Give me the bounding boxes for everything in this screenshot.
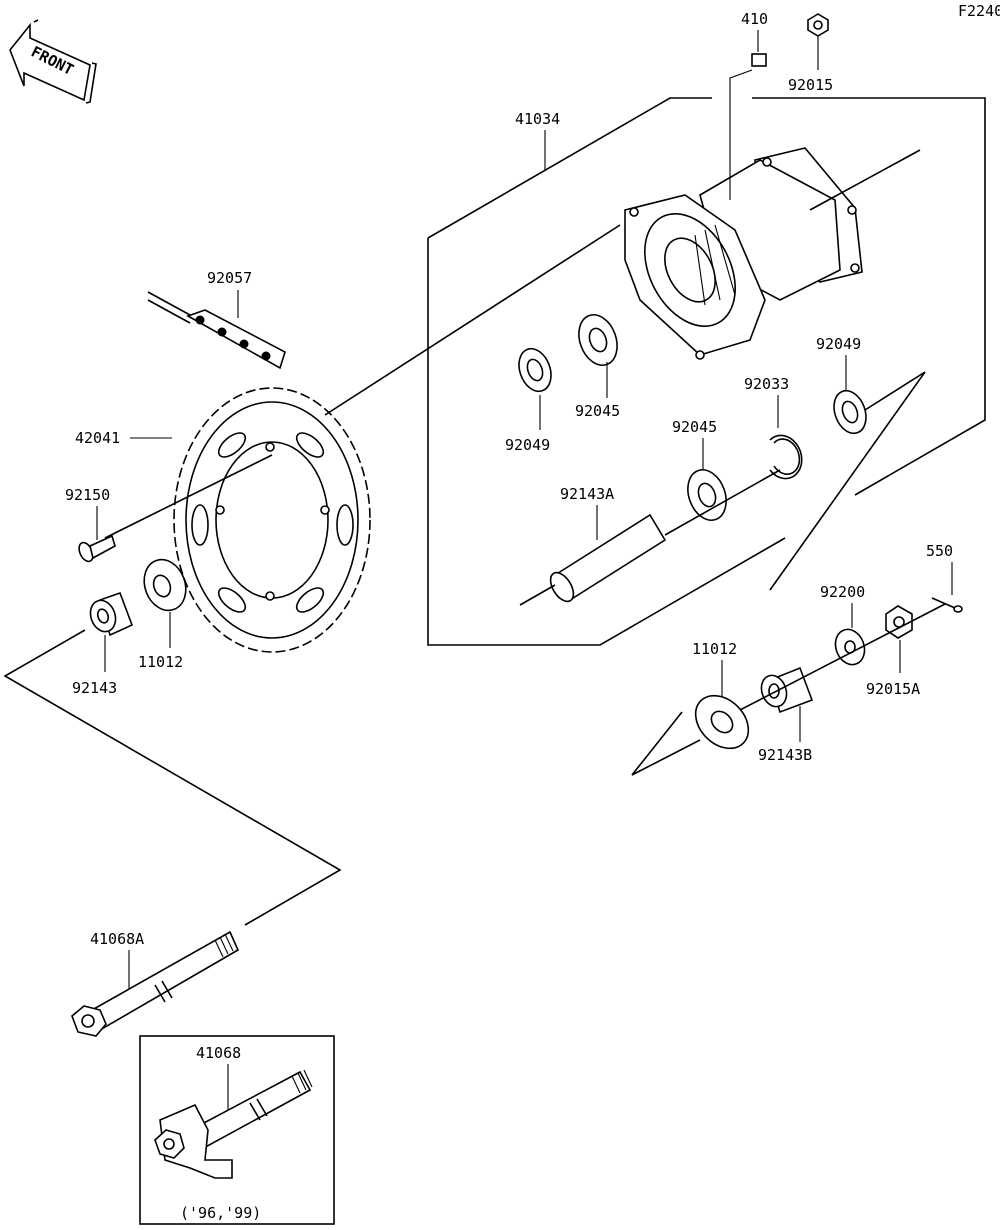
part-92015: 92015 [788,13,833,94]
callout-92049-right: 92049 [816,335,861,353]
inset-note: ('96,'99) [180,1204,261,1222]
callout-92015A: 92015A [866,680,920,698]
callout-92045-upper: 92045 [575,402,620,420]
part-92143-collar: 92143 [72,591,134,697]
callout-41034: 41034 [515,110,560,128]
front-direction-arrow: FRONT [9,19,97,104]
diagram-code: F2240 [958,2,1000,20]
part-42041-sprocket: 42041 [75,224,621,653]
part-11012-left: 11012 [138,558,187,671]
inset-41068: 41068 ('96,'99) [139,1035,335,1225]
part-92150-bolt: 92150 [65,486,116,563]
part-92200-washer: 92200 [820,583,866,666]
callout-410: 410 [741,10,768,28]
part-92045-lower: 92045 [672,418,727,521]
callout-92200: 92200 [820,583,865,601]
callout-92033: 92033 [744,375,789,393]
callout-11012-right: 11012 [692,640,737,658]
axle-centerline [3,629,342,926]
callout-92015: 92015 [788,76,833,94]
hub-assembly-outline: 41034 [427,97,986,646]
part-92045-upper: 92045 [575,314,620,420]
callout-41068A: 41068A [90,930,144,948]
part-92033: 92033 [744,375,803,480]
part-92143B-collar: 92143B [758,666,814,764]
callout-550: 550 [926,542,953,560]
part-550-cotter-pin: 550 [926,542,963,613]
callout-41068: 41068 [196,1044,241,1062]
callout-92057: 92057 [207,269,252,287]
part-92143A: 92143A [519,469,781,606]
callout-92049-left: 92049 [505,436,550,454]
callout-11012-left: 11012 [138,653,183,671]
part-92049-right: 92049 [769,335,926,591]
right-axle-centerline [631,603,946,776]
part-410: 410 [729,10,768,200]
callout-92150: 92150 [65,486,110,504]
callout-92143B: 92143B [758,746,812,764]
callout-92045-lower: 92045 [672,418,717,436]
part-92057-chain: 92057 [147,269,286,370]
part-11012-right: 11012 [692,640,750,750]
rear-hub [624,147,921,360]
part-41068A-axle: 41068A [71,930,240,1037]
part-92049-left: 92049 [505,347,552,454]
callout-42041: 42041 [75,429,120,447]
callout-92143A: 92143A [560,485,614,503]
callout-92143: 92143 [72,679,117,697]
part-92015A-nut: 92015A [866,605,920,698]
